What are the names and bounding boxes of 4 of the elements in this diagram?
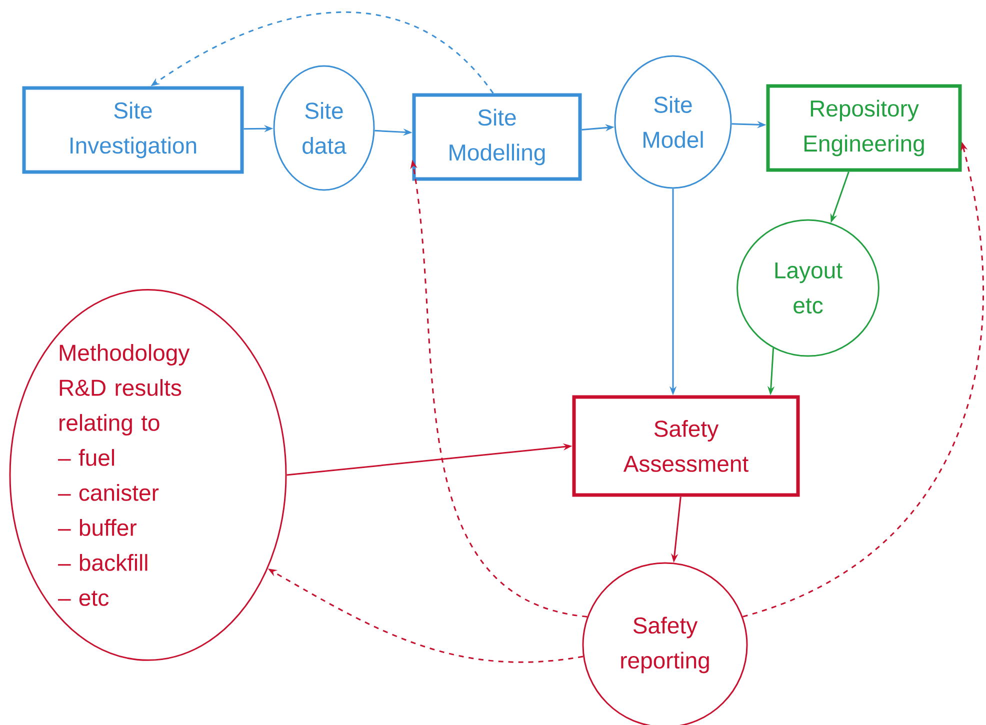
process-box: Repository Engineering xyxy=(766,84,962,172)
process-box: Safety Assessment xyxy=(572,395,800,497)
process-box: Site Investigation xyxy=(22,86,244,174)
process-box: Site Modelling xyxy=(412,93,582,181)
